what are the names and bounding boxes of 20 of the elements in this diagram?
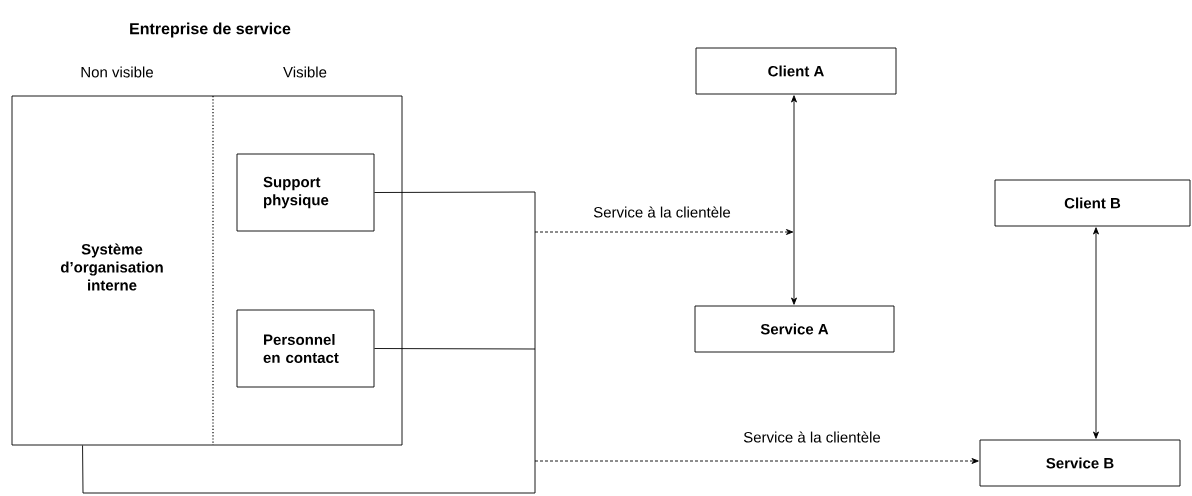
column-label: Visible <box>283 66 327 78</box>
process-box: Service B <box>979 439 1181 487</box>
process-box: Client A <box>695 47 897 95</box>
edge-label: Service à la clientèle <box>743 431 881 443</box>
arrow <box>534 229 794 235</box>
connector-line <box>374 348 536 350</box>
process-box: Personnel en contact <box>236 309 375 388</box>
box-text: Système d’organisation interne <box>60 243 163 291</box>
arrow <box>1093 227 1099 439</box>
process-box: Client B <box>994 179 1191 227</box>
edge-label: Service à la clientèle <box>593 206 731 218</box>
connector-line <box>374 191 536 193</box>
connector-line <box>534 191 536 494</box>
arrow <box>791 95 797 305</box>
column-label: Non visible <box>81 66 153 78</box>
process-box: Service A <box>694 305 895 353</box>
heading: Entreprise de service <box>130 22 291 38</box>
connector-line <box>82 445 536 494</box>
arrow <box>534 458 979 464</box>
process-box: Support physique <box>236 153 375 232</box>
